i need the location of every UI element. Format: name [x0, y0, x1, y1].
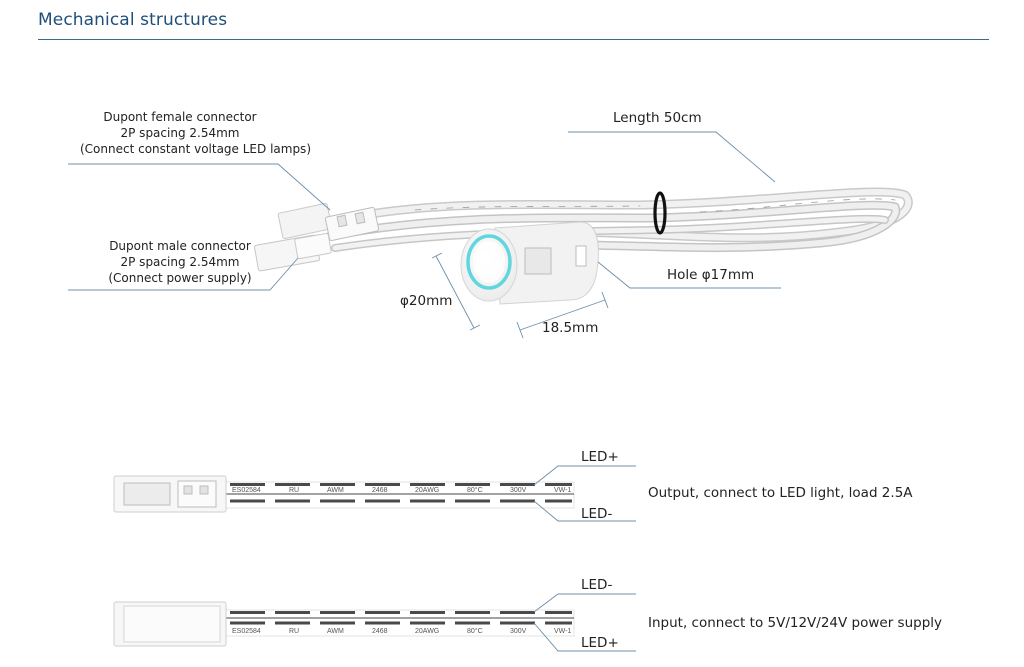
input-cable-print: ES02584 RU AWM 2468 20AWG 80°C 300V VW-1 [232, 627, 571, 635]
male-connector-spacing: 2P spacing 2.54mm [120, 255, 240, 269]
output-description: Output, connect to LED light, load 2.5A [648, 485, 913, 501]
leader-length [568, 131, 776, 183]
cable-print-text: 2468 [372, 628, 388, 635]
male-connector-name: Dupont male connector [109, 239, 251, 253]
diameter-label: φ20mm [400, 293, 453, 309]
title-divider [38, 39, 989, 40]
leader-lines [68, 131, 781, 339]
input-cable-drawing [113, 601, 575, 647]
cable-print-text: AWM [327, 628, 344, 635]
male-connector-label: Dupont male connector 2P spacing 2.54mm … [80, 238, 280, 286]
cable-print-text: ES02584 [232, 628, 261, 635]
cable-print-text: 2468 [372, 487, 388, 494]
length-label: Length 50cm [613, 110, 702, 126]
cable-tie [653, 191, 667, 235]
cable-print-text: 80°C [467, 627, 483, 635]
hole-label: Hole φ17mm [667, 267, 755, 283]
depth-label: 18.5mm [542, 320, 599, 336]
female-connector-image [277, 202, 380, 242]
cable-print-text: 300V [510, 628, 527, 635]
female-connector-note: (Connect constant voltage LED lamps) [80, 142, 311, 156]
cable-print-text: 80°C [467, 486, 483, 494]
female-connector-label: Dupont female connector 2P spacing 2.54m… [80, 109, 311, 157]
leader-male [68, 257, 299, 291]
cable-print-text: VW-1 [554, 628, 571, 635]
cable-print-text: RU [289, 628, 299, 635]
output-bottom-wire-label: LED- [581, 506, 613, 522]
touch-sensor-image [460, 221, 599, 305]
output-cable-drawing [113, 475, 575, 513]
input-top-wire-label: LED- [581, 577, 613, 593]
leader-hole [597, 261, 781, 289]
input-bottom-wire-label: LED+ [581, 635, 619, 651]
output-top-wire-label: LED+ [581, 449, 619, 465]
cable-print-text: RU [289, 487, 299, 494]
male-connector-note: (Connect power supply) [108, 271, 252, 285]
male-connector-image [254, 233, 332, 272]
input-stripes [230, 611, 572, 625]
female-connector-spacing: 2P spacing 2.54mm [120, 126, 240, 140]
page-title: Mechanical structures [38, 10, 228, 30]
cable-print-text: AWM [327, 487, 344, 494]
input-connector [113, 601, 227, 647]
touch-ring-icon [466, 234, 512, 290]
input-description: Input, connect to 5V/12V/24V power suppl… [648, 615, 943, 631]
output-cable-print: ES02584 RU AWM 2468 20AWG 80°C 300V VW-1 [232, 486, 571, 494]
cable-print-text: 20AWG [415, 628, 439, 635]
cable-print-text: ES02584 [232, 487, 261, 494]
cable-print-text: 300V [510, 487, 527, 494]
cable-bundle [325, 187, 913, 253]
leader-female [68, 163, 331, 211]
female-connector-name: Dupont female connector [103, 110, 257, 124]
output-connector [113, 475, 227, 513]
cable-print-text: VW-1 [554, 487, 571, 494]
wire-leaders [533, 465, 636, 652]
output-stripes [230, 483, 572, 503]
cable-print-text: 20AWG [415, 487, 439, 494]
